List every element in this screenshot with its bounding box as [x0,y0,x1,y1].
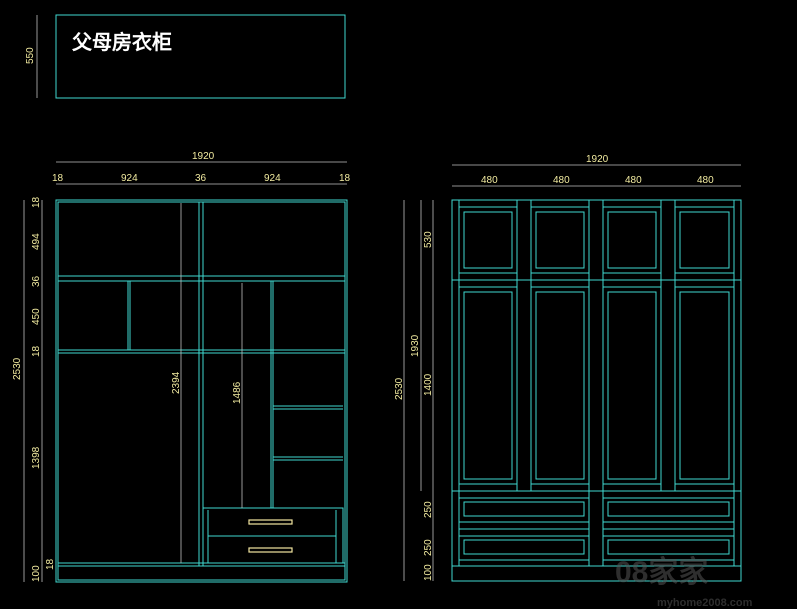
door-frame [674,199,735,492]
dim-inner: 1486 [232,381,243,404]
dim-height: 18 [45,558,56,570]
title-block: 父母房衣柜 550 [25,14,346,99]
dim-height: 100 [423,564,434,581]
door-panel-upper [679,211,730,269]
drawers [202,507,344,564]
watermark-url: myhome2008.com [657,597,753,609]
dim-height: 450 [31,308,42,325]
door-panel-upper [607,211,657,269]
door-panel-lower [463,291,513,480]
dim-width: 480 [553,175,570,186]
drawer-front [607,501,730,517]
door-frame [530,199,590,492]
dim-height: 494 [31,233,42,250]
drawer-handle [248,547,293,553]
interior-elevation: 2394 1486 1920 18 924 36 924 18 2530 18 … [12,151,351,583]
dim-width: 480 [625,175,642,186]
dim-width-total: 1920 [192,151,215,162]
door-panel-lower [535,291,585,480]
door-frame [602,199,662,492]
dim-height: 18 [31,345,42,357]
watermark-logo: 08家家 [615,556,708,589]
dim-width: 18 [339,173,351,184]
dim-title-height: 550 [25,47,36,64]
dim-width: 924 [264,173,281,184]
door-panel-upper [535,211,585,269]
dim-height: 250 [423,501,434,518]
dim-width: 36 [195,173,207,184]
exterior-elevation: 1920 480 480 480 480 2530 1930 530 1400 … [394,154,742,582]
dim-height: 100 [31,565,42,582]
dim-door-height: 1930 [410,334,421,357]
door-panel-lower [679,291,730,480]
door-panel-lower [607,291,657,480]
dim-height-total: 2530 [12,357,23,380]
dim-height: 36 [31,275,42,287]
dim-width: 480 [697,175,714,186]
dim-height: 530 [423,231,434,248]
drawer-front [463,501,585,517]
dim-height: 1400 [423,373,434,396]
drawer-front [607,539,730,555]
dim-width: 18 [52,173,64,184]
dim-height: 250 [423,539,434,556]
drawer-front [463,539,585,555]
dim-height: 18 [31,196,42,208]
dim-width: 480 [481,175,498,186]
drawer-handle [248,519,293,525]
dim-height-total: 2530 [394,377,405,400]
dim-inner: 2394 [171,371,182,394]
dim-height: 1398 [31,446,42,469]
door-frame [458,199,518,492]
dim-width: 924 [121,173,138,184]
dim-width-total: 1920 [586,154,609,165]
drawing-title: 父母房衣柜 [71,30,172,54]
door-panel-upper [463,211,513,269]
